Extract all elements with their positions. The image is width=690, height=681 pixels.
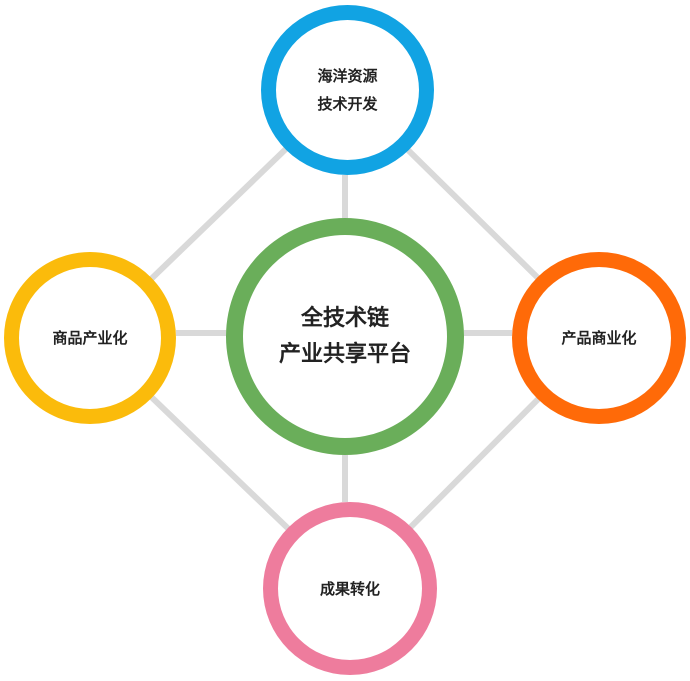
node-full-tech-chain-platform-label: 全技术链 产业共享平台 — [278, 305, 411, 367]
node-product-commercialization-label: 产品商业化 — [561, 329, 637, 347]
node-marine-resource-tech: 海洋资源 技术开发 — [261, 5, 434, 175]
node-achievement-transformation-label: 成果转化 — [319, 579, 380, 598]
node-commodity-industrialization: 商品产业化 — [4, 252, 176, 424]
node-product-commercialization: 产品商业化 — [512, 252, 686, 424]
node-achievement-transformation: 成果转化 — [263, 502, 437, 675]
node-full-tech-chain-platform: 全技术链 产业共享平台 — [226, 218, 464, 455]
node-marine-resource-tech-label: 海洋资源 技术开发 — [317, 67, 378, 113]
node-commodity-industrialization-label: 商品产业化 — [52, 329, 128, 347]
